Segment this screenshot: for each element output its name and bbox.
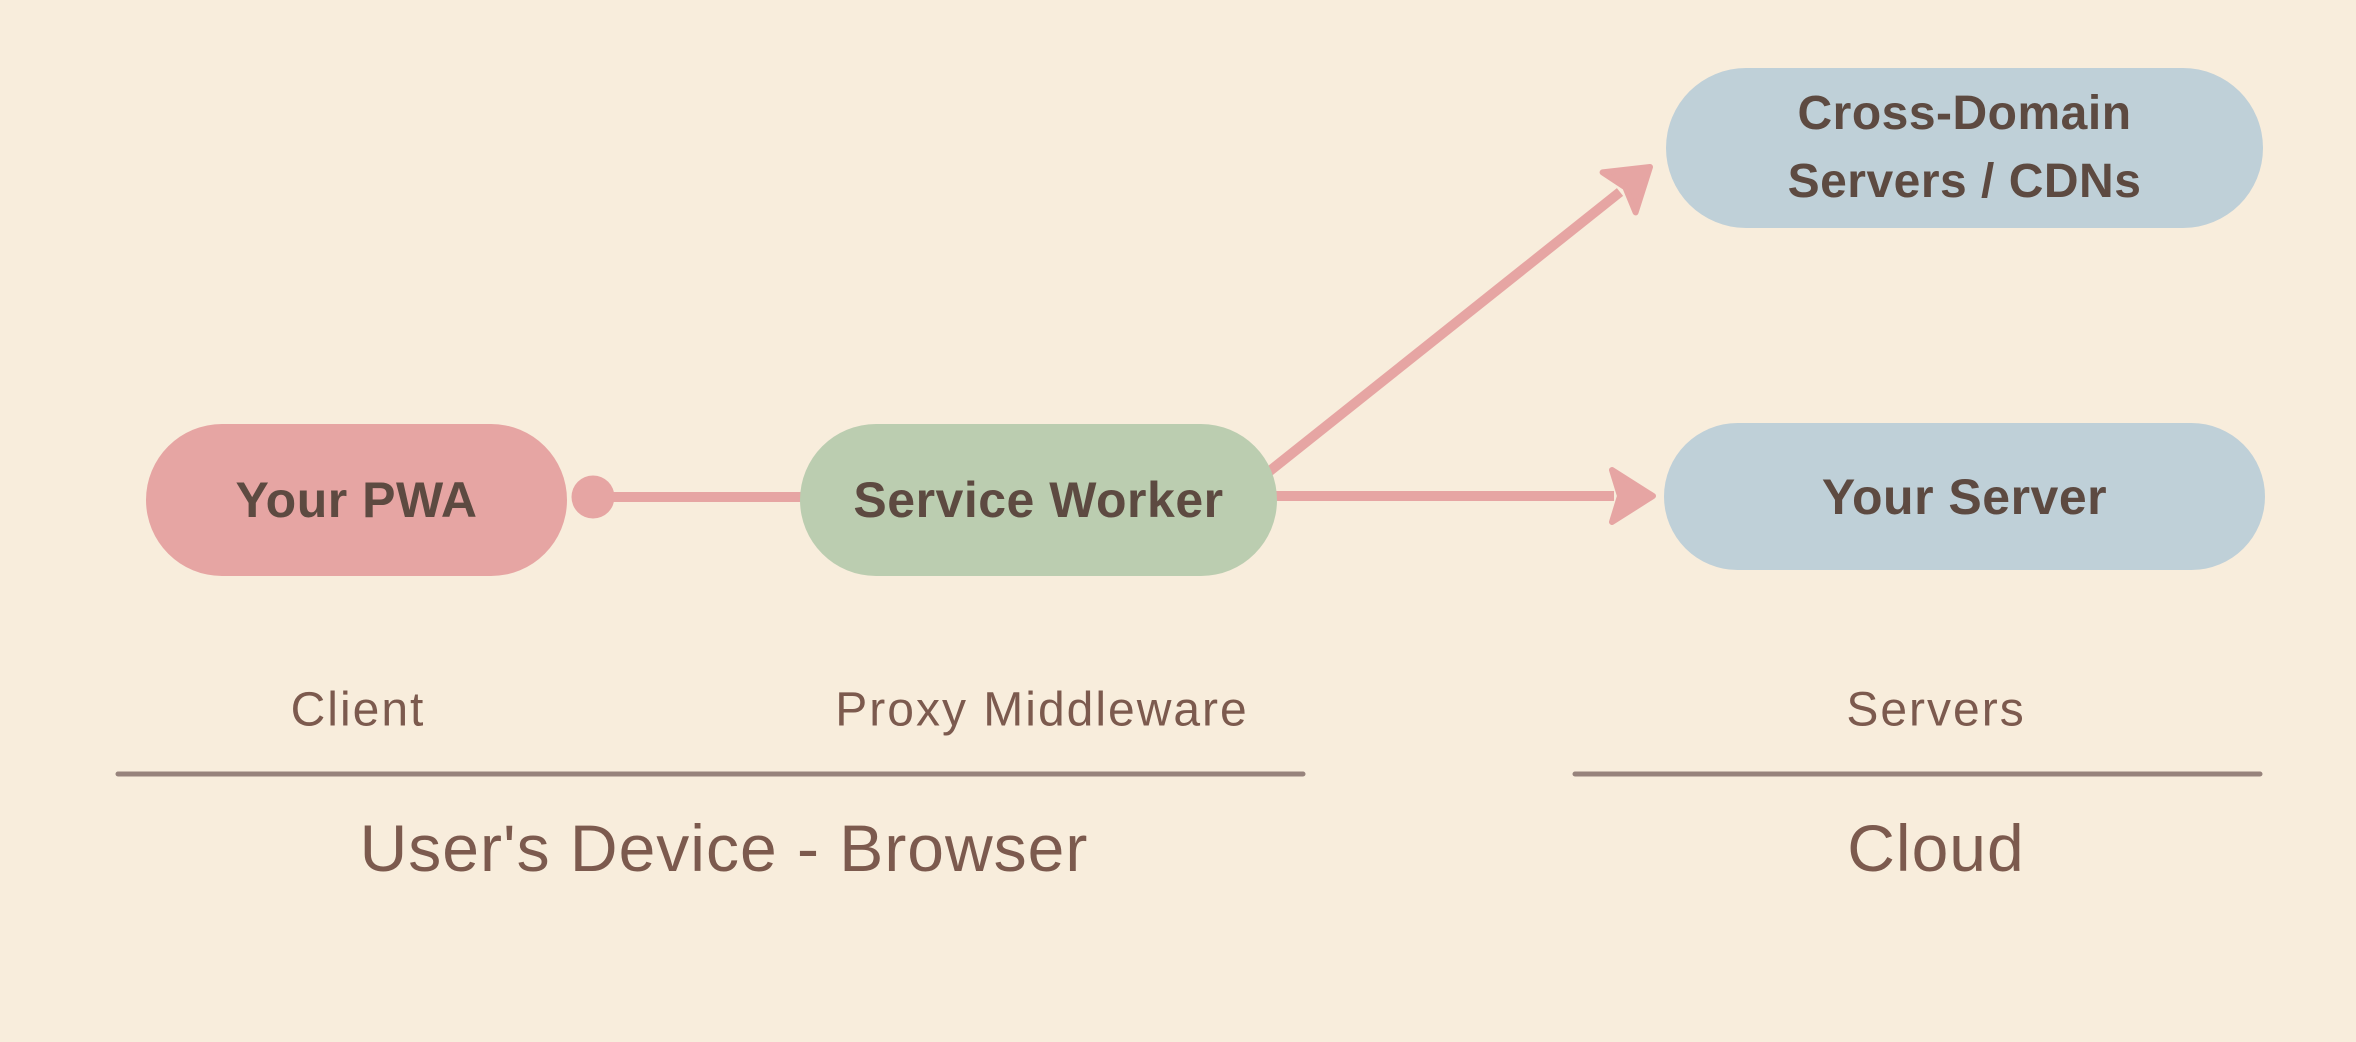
arrowhead-horizontal [1609,467,1656,525]
node-service-worker-label: Service Worker [853,472,1224,528]
section-title-user-device: User's Device - Browser [359,811,1089,885]
role-label-servers: Servers [1846,683,2026,737]
role-label-client: Client [290,683,426,737]
role-label-proxy-middleware: Proxy Middleware [835,683,1249,737]
edge-service-worker-to-cross-domain [1262,164,1653,478]
edge-service-worker-to-your-server [1274,467,1656,525]
node-your-pwa-label: Your PWA [235,472,478,528]
node-your-server: Your Server [1664,423,2265,570]
connector-dot [571,475,615,519]
section-title-cloud: Cloud [1847,811,2025,885]
arrowhead-diagonal [1599,164,1653,216]
node-cross-domain-label-line1: Cross-Domain [1797,86,2132,140]
arrow-shaft-diagonal [1262,188,1624,478]
node-your-server-label: Your Server [1821,468,2108,525]
edge-pwa-to-service-worker [571,475,806,519]
node-service-worker: Service Worker [800,424,1277,576]
node-cross-domain-servers: Cross-Domain Servers / CDNs [1666,68,2263,228]
node-your-pwa: Your PWA [146,424,567,576]
node-cross-domain-label-line2: Servers / CDNs [1787,155,2142,208]
